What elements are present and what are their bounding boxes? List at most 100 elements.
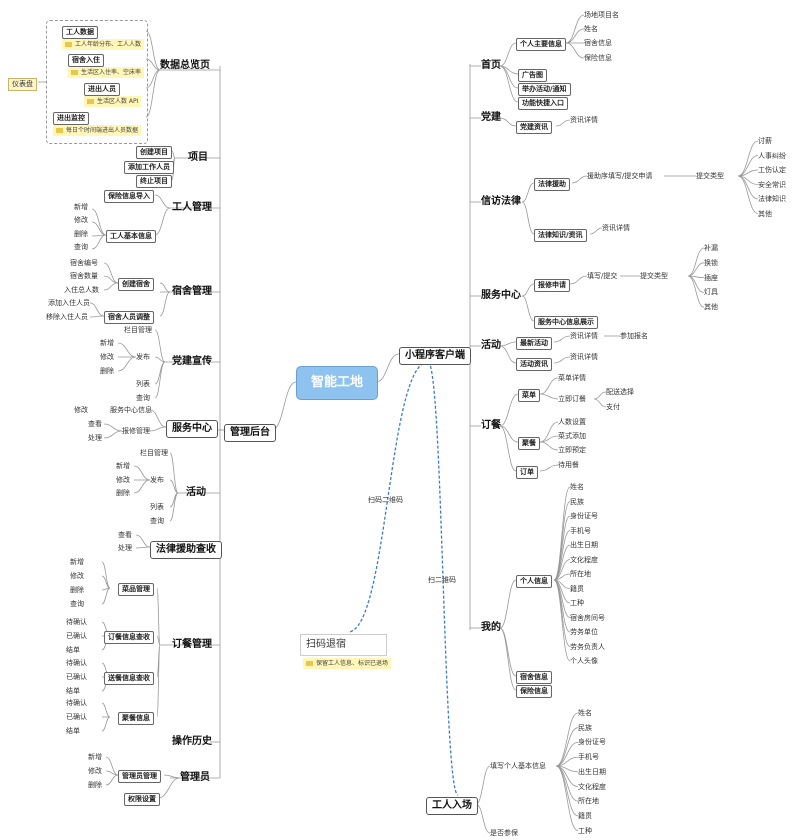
section-dorm[interactable]: 宿舍管理: [172, 286, 212, 297]
order-status[interactable]: 待确认: [66, 659, 87, 667]
order-status[interactable]: 删除: [70, 586, 84, 594]
menu[interactable]: 菜单: [518, 389, 540, 402]
legal-aid-flow[interactable]: 援助序填写/提交申请: [587, 172, 653, 180]
personal-info[interactable]: 个人信息: [516, 575, 552, 588]
legal-knowledge[interactable]: 法律知识/资讯: [534, 229, 587, 242]
worker-insurance-import[interactable]: 保险信息导入: [104, 190, 154, 203]
admin-action[interactable]: 修改: [88, 767, 102, 775]
orders[interactable]: 订单: [516, 466, 538, 479]
legal-type[interactable]: 法律知识: [758, 195, 786, 203]
group-meal-step[interactable]: 人数设置: [558, 418, 586, 426]
section-order[interactable]: 订餐管理: [172, 639, 212, 650]
order-status[interactable]: 已确认: [66, 632, 87, 640]
dashboard-item[interactable]: 工人数据: [62, 26, 98, 39]
home-feature[interactable]: 功能快捷入口: [518, 97, 568, 110]
order-status[interactable]: 查询: [70, 600, 84, 608]
order-group[interactable]: 菜品管理: [118, 583, 154, 596]
admin-user-mgmt[interactable]: 管理员管理: [118, 770, 161, 783]
activity-publish[interactable]: 发布: [150, 476, 164, 484]
home-feature[interactable]: 广告图: [518, 69, 547, 82]
insurance-info[interactable]: 保险信息: [516, 685, 552, 698]
activity-publish-action[interactable]: 新增: [116, 462, 130, 470]
service-edit[interactable]: 修改: [74, 406, 88, 414]
worker-basic-info[interactable]: 工人基本信息: [106, 230, 156, 243]
client-service[interactable]: 服务中心: [481, 290, 521, 301]
section-admin[interactable]: 管理员: [180, 772, 210, 783]
root-node[interactable]: 智能工地: [296, 366, 378, 400]
legal-action[interactable]: 处理: [118, 544, 132, 552]
news-detail[interactable]: 资讯详情: [602, 224, 630, 232]
project-item[interactable]: 创建项目: [136, 146, 172, 159]
checkout-node[interactable]: 扫码退宿: [300, 634, 387, 656]
order-status[interactable]: 修改: [70, 572, 84, 580]
activity-query[interactable]: 查询: [150, 517, 164, 525]
order-status[interactable]: 待确认: [66, 618, 87, 626]
admin-action[interactable]: 删除: [88, 781, 102, 789]
legal-type[interactable]: 人事纠纷: [758, 151, 786, 160]
legal-aid[interactable]: 法律援助: [534, 178, 570, 191]
client-party[interactable]: 党建: [481, 112, 501, 123]
party-column-mgmt[interactable]: 栏目管理: [124, 326, 152, 334]
latest-activity[interactable]: 最新活动: [516, 337, 552, 350]
party-publish[interactable]: 发布: [136, 353, 150, 361]
activity-publish-action[interactable]: 修改: [116, 476, 130, 484]
group-meal-step[interactable]: 菜式添加: [558, 432, 586, 440]
entry-basic-info[interactable]: 填写个人基本信息: [490, 762, 546, 770]
dashboard-item[interactable]: 宿舍入住: [68, 54, 104, 67]
party-publish-action[interactable]: 删除: [100, 367, 114, 375]
order-status[interactable]: 结单: [66, 727, 80, 735]
client-mine[interactable]: 我的: [481, 622, 501, 633]
section-service[interactable]: 服务中心: [166, 420, 218, 438]
section-party[interactable]: 党建宣传: [172, 356, 212, 367]
group-meal[interactable]: 聚餐: [518, 437, 540, 450]
activity-column-mgmt[interactable]: 栏目管理: [140, 449, 168, 457]
news-detail[interactable]: 资讯详情: [570, 353, 598, 361]
legal-type[interactable]: 安全常识: [758, 180, 786, 189]
order-status[interactable]: 结单: [66, 646, 80, 654]
legal-type[interactable]: 工伤认定: [758, 166, 786, 174]
worker-action[interactable]: 新增: [74, 203, 88, 211]
section-history[interactable]: 操作历史: [172, 736, 212, 747]
worker-action[interactable]: 查询: [74, 243, 88, 251]
party-publish-action[interactable]: 新增: [100, 339, 114, 347]
worker-action[interactable]: 修改: [74, 216, 88, 224]
worker-action[interactable]: 删除: [74, 230, 88, 238]
client-legal[interactable]: 信访法律: [481, 196, 521, 207]
payment[interactable]: 支付: [606, 403, 620, 411]
order-status[interactable]: 已确认: [66, 713, 87, 721]
project-item[interactable]: 添加工作人员: [124, 161, 174, 174]
legal-type[interactable]: 其他: [758, 209, 772, 218]
order-now[interactable]: 立即订餐: [558, 395, 586, 403]
client-activity[interactable]: 活动: [481, 340, 501, 351]
group-meal-step[interactable]: 立即预定: [558, 446, 586, 454]
section-activity[interactable]: 活动: [186, 487, 206, 498]
dorm-create[interactable]: 创建宿舍: [118, 278, 154, 291]
client-party-news[interactable]: 党建资讯: [516, 121, 552, 134]
party-list[interactable]: 列表: [136, 380, 150, 388]
party-publish-action[interactable]: 修改: [100, 353, 114, 361]
admin-action[interactable]: 新增: [88, 753, 102, 761]
project-item[interactable]: 终止项目: [136, 175, 172, 188]
order-group[interactable]: 聚餐信息: [118, 712, 154, 725]
order-status[interactable]: 结单: [66, 687, 80, 695]
party-query[interactable]: 查询: [136, 394, 150, 402]
service-info-display[interactable]: 服务中心信息展示: [534, 316, 598, 329]
mini-program-node[interactable]: 小程序客户端: [399, 347, 471, 365]
dorm-info[interactable]: 宿舍信息: [516, 671, 552, 684]
order-group[interactable]: 订餐信息查收: [104, 631, 154, 644]
section-worker[interactable]: 工人管理: [172, 202, 212, 213]
activity-list[interactable]: 列表: [150, 503, 164, 511]
order-status[interactable]: 新增: [70, 558, 84, 566]
dorm-person-action[interactable]: 添加入住人员: [48, 299, 90, 307]
dorm-person-action[interactable]: 移除入住人员: [46, 313, 88, 321]
order-group[interactable]: 送餐信息查收: [104, 672, 154, 685]
delivery-choice[interactable]: 配送选择: [606, 388, 634, 396]
section-dashboard[interactable]: 数据总览页: [160, 60, 210, 71]
activity-publish-action[interactable]: 删除: [116, 489, 130, 497]
repair-type[interactable]: 换锁: [704, 258, 718, 267]
section-legal[interactable]: 法律援助查收: [150, 541, 222, 559]
repair-apply[interactable]: 报修申请: [534, 279, 570, 292]
section-project[interactable]: 项目: [188, 152, 208, 163]
dashboard-item[interactable]: 进出监控: [53, 112, 89, 125]
repair-type[interactable]: 补漏: [704, 244, 718, 252]
